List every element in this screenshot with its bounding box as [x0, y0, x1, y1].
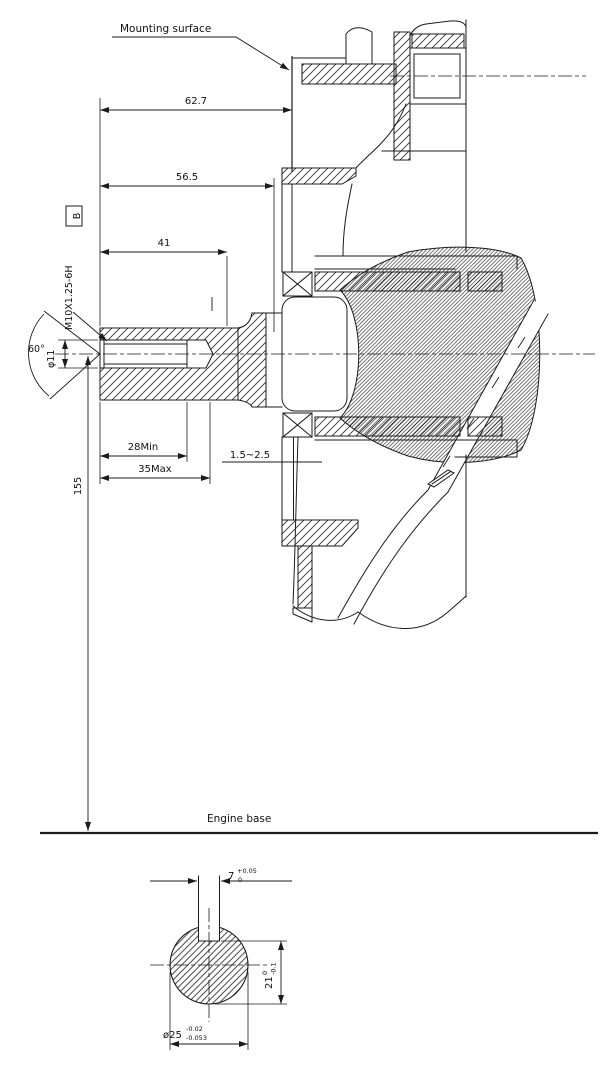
keyway-width-tol-lower: 0	[238, 876, 242, 884]
crankcase-cover	[281, 167, 359, 623]
keyway-width-dim: 7 +0.05 0	[228, 867, 257, 884]
dim-28min: 28Min	[128, 442, 158, 453]
shaft-dia-tol-lower: -0.053	[186, 1034, 207, 1042]
keyway-section-view: 7 +0.05 0 21 0 -0.1 ø25 -0.02 -0.053	[150, 867, 292, 1050]
flat-height-value: 21	[264, 976, 275, 989]
flat-height-tol-upper: 0	[261, 971, 269, 975]
mounting-surface-label: Mounting surface	[120, 23, 211, 35]
fan-shroud-section	[301, 63, 397, 85]
dim-155: 155	[73, 477, 84, 495]
dim-41: 41	[158, 238, 171, 249]
datum-frame	[65, 205, 83, 227]
keyway-width-value: 7	[228, 871, 234, 882]
cover-lower-flange	[281, 519, 359, 547]
dim-35max: 35Max	[138, 464, 171, 475]
cover-flange	[281, 167, 357, 185]
rod-strip-mask	[338, 300, 548, 624]
flat-height-dim: 21 0 -0.1	[261, 962, 278, 989]
bearing-lower	[467, 416, 503, 437]
dim-60deg: 60°	[28, 344, 45, 355]
dim-dia11: φ11	[46, 350, 57, 368]
shaft-dia-dim: ø25 -0.02 -0.053	[163, 1025, 207, 1042]
dim-155-group: 155	[73, 477, 84, 495]
fan-blade	[345, 27, 373, 65]
datum-label-group: B	[72, 213, 83, 220]
cover-lower-wall	[297, 545, 313, 609]
oil-seal-upper	[282, 271, 313, 297]
mounting-surface-leader	[112, 36, 290, 71]
shaft-dia-tol-upper: -0.02	[186, 1025, 203, 1033]
dim-gap: 1.5~2.5	[230, 450, 270, 461]
thread-leader	[72, 311, 108, 342]
flat-height-tol-lower: -0.1	[270, 962, 278, 975]
keyway-width-tol-upper: +0.05	[237, 867, 257, 875]
dimensions: Mounting surface 62.7 56.5 41 28Min 35Ma…	[28, 23, 598, 835]
hub-lower-section	[314, 416, 461, 437]
crank-web	[337, 246, 549, 625]
flywheel-fan	[291, 19, 586, 629]
break-line	[357, 595, 467, 629]
shaft-taper	[237, 312, 267, 408]
thread-callout-group: M10X1.25-6H	[64, 265, 75, 330]
oil-seal-lower	[282, 412, 313, 438]
thread-spec: M10X1.25-6H	[64, 265, 75, 330]
main-section-view	[55, 19, 595, 629]
bearing-upper	[467, 271, 503, 292]
dim-62-7: 62.7	[185, 96, 207, 107]
hub-upper-section	[314, 271, 461, 292]
shaft-dia-value: ø25	[163, 1030, 182, 1041]
dim-56-5: 56.5	[176, 172, 198, 183]
engine-base-label: Engine base	[207, 813, 271, 825]
datum-label: B	[72, 213, 83, 220]
dim-dia11-group: φ11	[46, 350, 57, 368]
